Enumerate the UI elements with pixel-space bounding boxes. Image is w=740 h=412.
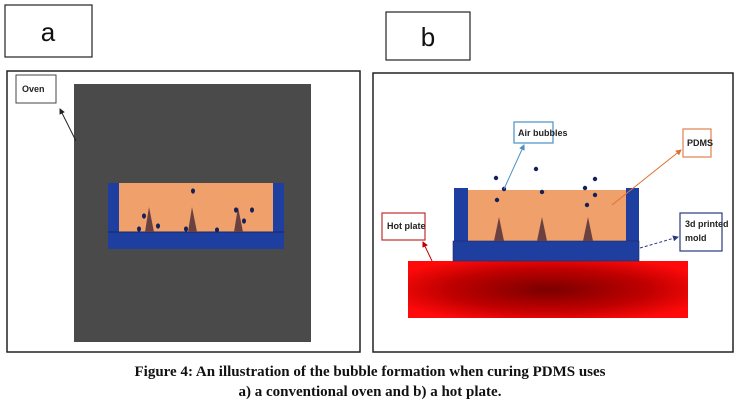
hot-plate-arrow	[422, 241, 433, 262]
hot-plate-label: Hot plate	[387, 221, 426, 231]
air-bubbles-label: Air bubbles	[518, 128, 568, 138]
air-bubbles-a	[137, 188, 254, 233]
mold-b	[452, 166, 640, 262]
air-bubbles-arrow	[503, 144, 525, 190]
panel-b: Air bubbles PDMS Hot plate 3d printed mo…	[372, 72, 734, 353]
hot-plate	[408, 261, 688, 318]
cone	[145, 207, 154, 232]
cone	[583, 217, 593, 241]
cone	[537, 217, 547, 241]
panel-a-label: a	[4, 4, 93, 58]
mold-arrow	[639, 235, 679, 249]
caption-line1: Figure 4: An illustration of the bubble …	[134, 364, 606, 380]
panel-a-letter: a	[41, 17, 56, 47]
cone	[494, 217, 504, 241]
panel-b-letter: b	[421, 22, 435, 52]
pdms-b	[468, 190, 626, 241]
cone	[188, 207, 197, 232]
pdms-arrow	[611, 149, 682, 206]
mold-label-line1: 3d printed	[685, 219, 729, 229]
caption-line2: a) a conventional oven and b) a hot plat…	[238, 384, 502, 400]
pdms-a	[119, 183, 273, 232]
oven-arrow	[59, 108, 77, 142]
air-bubbles-b	[493, 166, 598, 208]
panel-b-label: b	[385, 11, 471, 61]
pdms-label: PDMS	[687, 138, 713, 148]
mold-a	[108, 183, 284, 249]
mold-label-line2: mold	[685, 233, 707, 243]
oven-label: Oven	[22, 84, 45, 94]
cone	[234, 207, 243, 232]
panel-a: Oven	[6, 70, 361, 353]
